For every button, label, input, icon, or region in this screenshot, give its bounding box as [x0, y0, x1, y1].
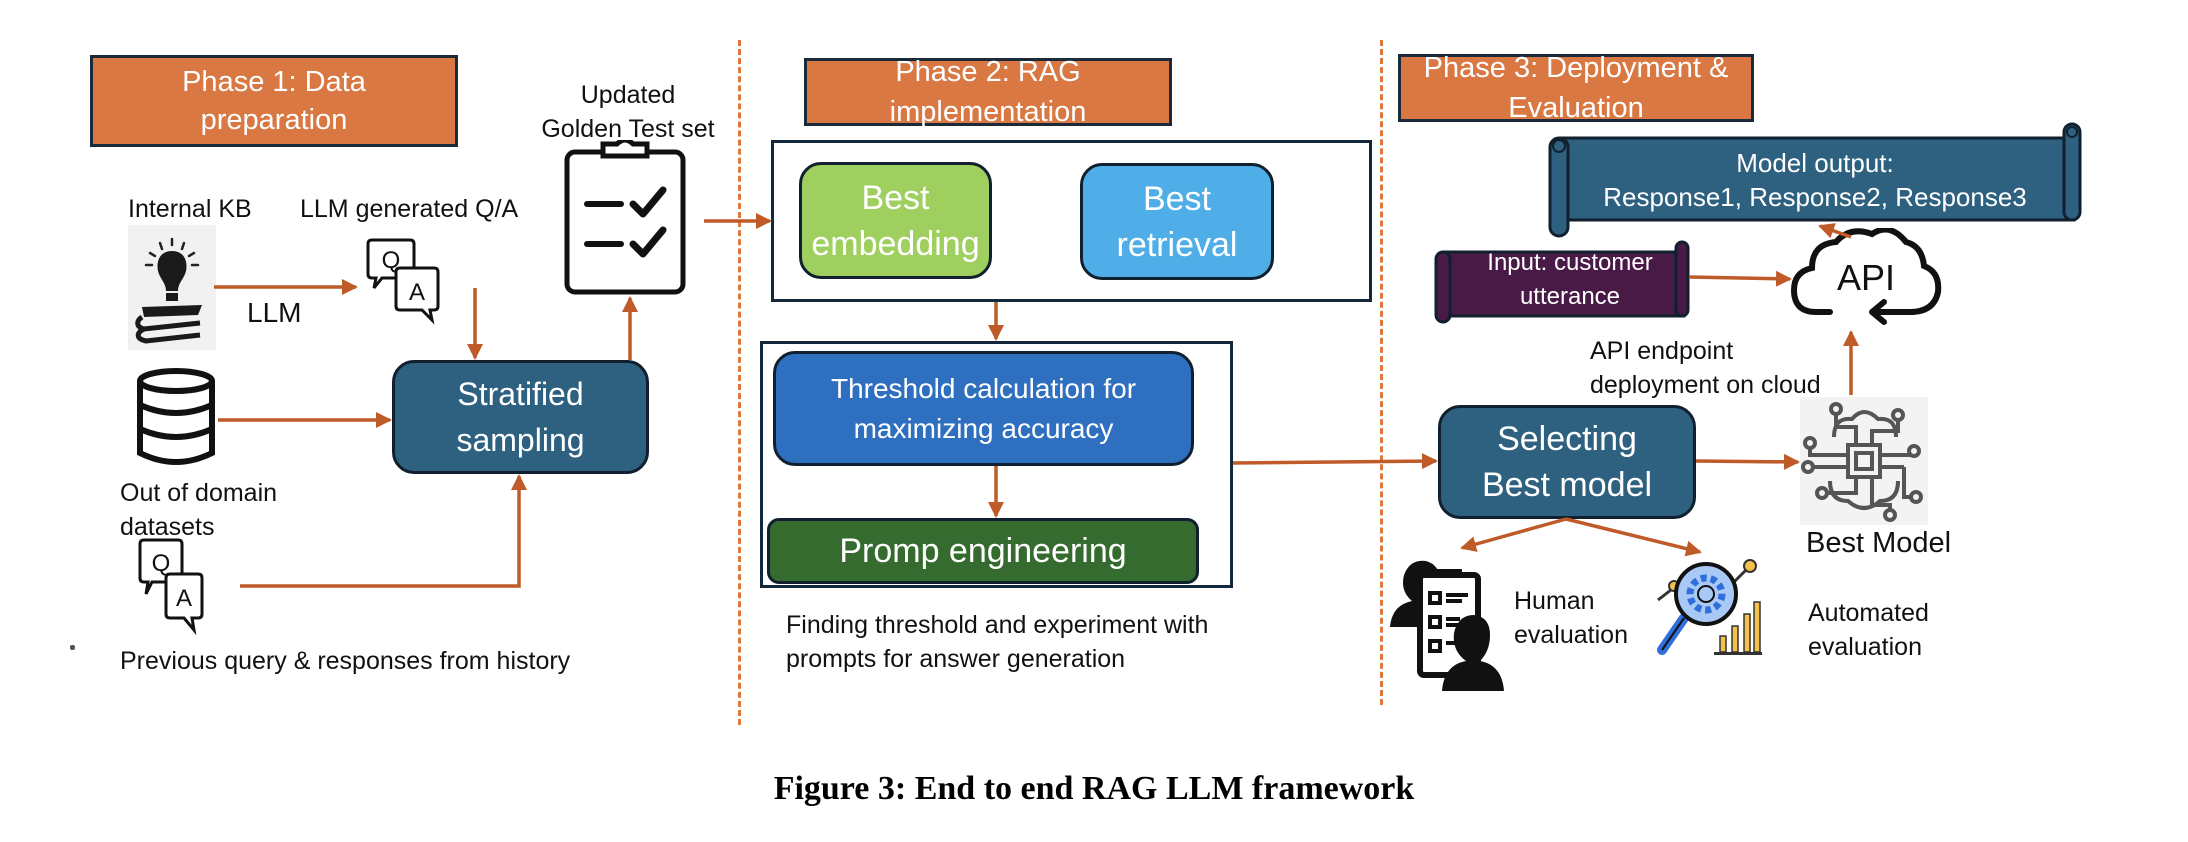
- arrow-selecting-to-automated: [1565, 517, 1702, 557]
- input-utterance-scroll: [1434, 240, 1690, 324]
- out-of-domain-label: Out of domain datasets: [120, 479, 278, 541]
- threshold-prompt-group: [760, 341, 1233, 588]
- api-endpoint-label: API endpoint deployment on cloud: [1590, 337, 1821, 399]
- golden-test-set-label: Updated Golden Test set: [541, 81, 715, 143]
- human-evaluation-label: Human evaluation: [1514, 587, 1628, 649]
- arrow-phase2-to-selecting: [1232, 453, 1438, 470]
- phase2-note: Finding threshold and experiment with pr…: [786, 611, 1209, 673]
- qa-chat-icon: Q A: [366, 238, 440, 325]
- best-retrieval-box: Best retrieval: [1080, 163, 1274, 280]
- prompt-engineering-box: Promp engineering: [767, 518, 1199, 584]
- best-embedding-box: Best embedding: [799, 162, 992, 279]
- best-model-label: Best Model: [1806, 527, 1952, 559]
- history-label: Previous query & responses from history: [120, 647, 571, 675]
- arrow-selecting-to-best-model: [1695, 453, 1800, 470]
- knowledge-base-icon: [128, 225, 216, 350]
- llm-generated-qa-label: LLM generated Q/A: [300, 195, 519, 223]
- selecting-best-model-box: Selecting Best model: [1438, 405, 1696, 519]
- history-qa-icon: Q A: [138, 538, 204, 636]
- arrow-history-to-stratified: [240, 474, 527, 588]
- api-label: API: [1837, 257, 1895, 298]
- arrow-api-to-output: [1818, 223, 1852, 239]
- phase2-title: Phase 2: RAG implementation: [804, 56, 1172, 128]
- api-cloud-icon: API: [1790, 228, 1942, 325]
- stray-mark: [70, 645, 75, 650]
- llm-arrow-label: LLM: [247, 297, 302, 328]
- internal-kb-label: Internal KB: [128, 195, 252, 223]
- stratified-sampling-box: Stratified sampling: [392, 360, 649, 474]
- phase3-title: Phase 3: Deployment & Evaluation: [1398, 52, 1754, 124]
- phase-divider-2-3: [1380, 40, 1383, 705]
- phase-divider-1-2: [738, 40, 741, 725]
- qa-q-glyph: Q: [382, 247, 401, 274]
- automated-evaluation-icon: [1657, 559, 1762, 655]
- threshold-calculation-box: Threshold calculation for maximizing acc…: [773, 351, 1194, 466]
- database-icon: [137, 368, 215, 465]
- golden-test-set-clipboard-icon: [564, 140, 686, 295]
- history-q-glyph: Q: [152, 550, 171, 577]
- embedding-retrieval-group: [771, 140, 1372, 302]
- history-a-glyph: A: [176, 585, 192, 612]
- phase1-title: Phase 1: Data preparation: [90, 55, 458, 147]
- input-utterance-text: Input: customer utterance: [1487, 249, 1653, 310]
- arrow-input-to-api: [1688, 270, 1792, 287]
- qa-a-glyph: A: [409, 279, 425, 306]
- best-model-ai-chip-icon: [1800, 397, 1928, 525]
- human-evaluation-icon: [1390, 560, 1504, 691]
- arrow-selecting-to-human: [1460, 517, 1567, 552]
- model-output-scroll: [1548, 122, 2082, 238]
- figure-caption: Figure 3: End to end RAG LLM framework: [773, 770, 1415, 807]
- automated-evaluation-label: Automated evaluation: [1808, 599, 1929, 661]
- model-output-text: Model output: Response1, Response2, Resp…: [1603, 148, 2027, 212]
